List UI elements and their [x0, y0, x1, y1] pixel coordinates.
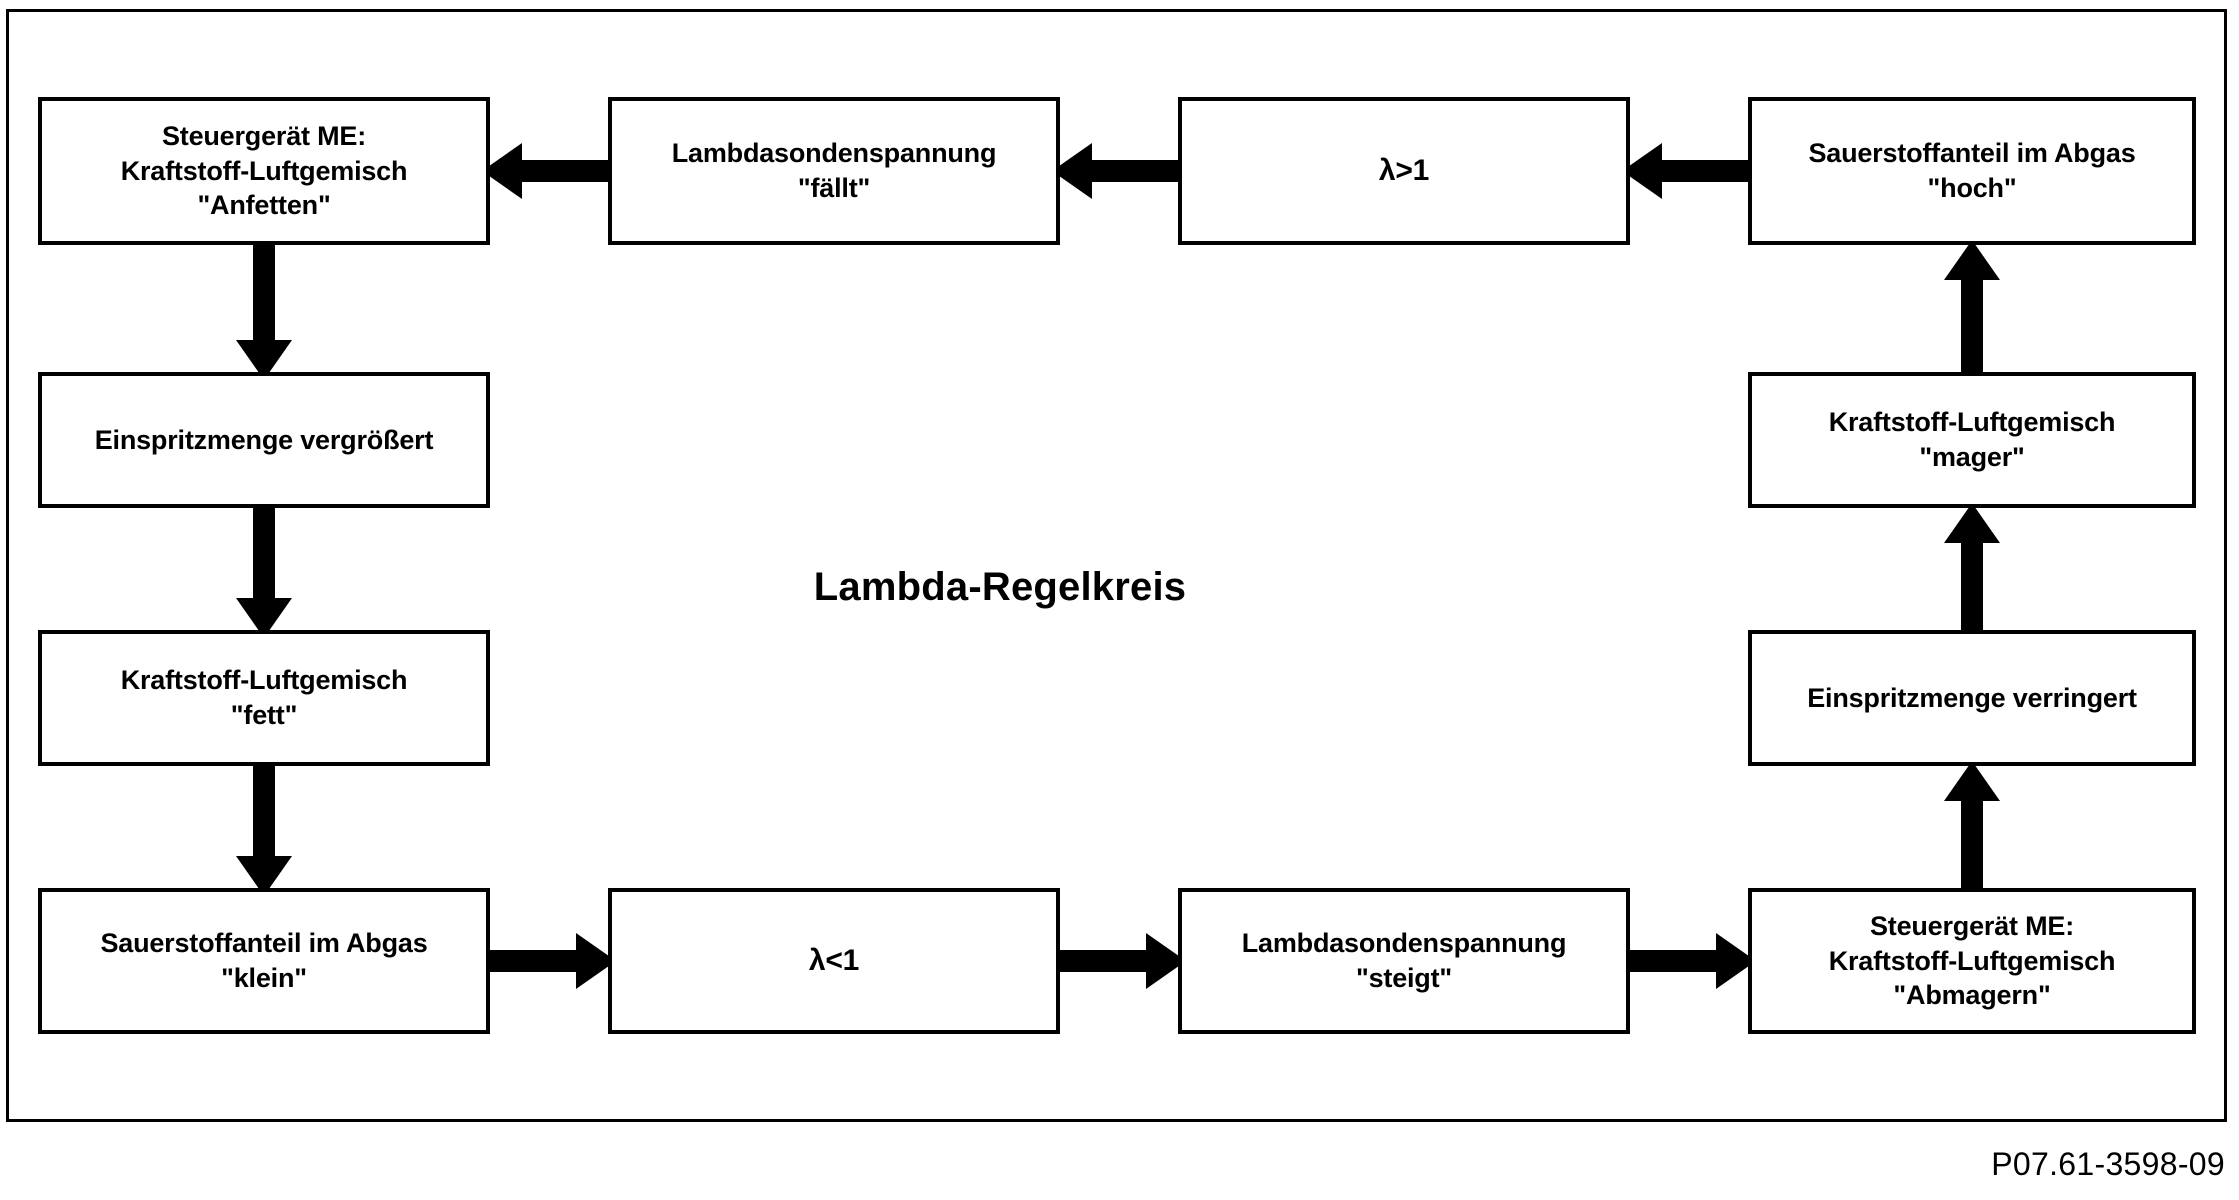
- node-mixture-rich-line1: Kraftstoff-Luftgemisch: [120, 665, 408, 696]
- arrow-shaft: [1961, 274, 1983, 380]
- node-oxygen-low-line2: "klein": [221, 963, 307, 993]
- diagram-title: Lambda-Regelkreis: [813, 565, 1187, 609]
- node-ecu-lean-line1: Steuergerät ME:: [1869, 911, 2075, 942]
- node-ecu-enrich-line1: Steuergerät ME:: [161, 121, 367, 152]
- node-ecu-enrich: Steuergerät ME: Kraftstoff-Luftgemisch "…: [38, 97, 490, 245]
- arrow-shaft: [1622, 950, 1722, 972]
- diagram-border: [6, 9, 2227, 1122]
- arrow-shaft: [253, 503, 275, 604]
- node-lambda-less-one: λ<1: [608, 888, 1060, 1034]
- arrow-injection-increased-to-mixture-rich: [236, 503, 292, 638]
- node-oxygen-high-line1: Sauerstoffanteil im Abgas: [1808, 138, 2136, 169]
- node-ecu-enrich-line2: Kraftstoff-Luftgemisch: [120, 155, 408, 186]
- node-mixture-rich: Kraftstoff-Luftgemisch "fett": [38, 630, 490, 766]
- arrow-mixture-rich-to-oxygen-low: [236, 761, 292, 896]
- arrow-shaft: [1052, 950, 1152, 972]
- arrowhead-up-icon: [1944, 761, 2000, 801]
- node-sensor-voltage-falls-line2: "fällt": [797, 173, 871, 203]
- arrow-oxygen-low-to-lambda-lt: [482, 933, 616, 989]
- node-oxygen-high-line2: "hoch": [1927, 173, 2017, 203]
- arrow-injection-reduced-to-mixture-lean: [1944, 503, 2000, 638]
- arrowhead-up-icon: [1944, 503, 2000, 543]
- node-oxygen-low: Sauerstoffanteil im Abgas "klein": [38, 888, 490, 1034]
- arrow-shaft: [253, 761, 275, 862]
- arrow-shaft: [1656, 160, 1756, 182]
- node-sensor-voltage-rises-line2: "steigt": [1355, 963, 1452, 993]
- node-sensor-voltage-rises: Lambdasondenspannung "steigt": [1178, 888, 1630, 1034]
- arrow-ecu-enrich-to-injection-increased: [236, 240, 292, 380]
- arrow-shaft: [516, 160, 616, 182]
- arrow-shaft: [1961, 537, 1983, 638]
- arrow-shaft: [253, 240, 275, 346]
- arrow-mixture-lean-to-oxygen-high: [1944, 240, 2000, 380]
- arrow-shaft: [1086, 160, 1186, 182]
- node-ecu-lean-line2: Kraftstoff-Luftgemisch: [1828, 945, 2116, 976]
- node-sensor-voltage-rises-line1: Lambdasondenspannung: [1241, 928, 1567, 959]
- figure-reference-number: P07.61-3598-09: [1991, 1146, 2225, 1182]
- arrow-oxygen-high-to-lambda-gt: [1622, 143, 1756, 199]
- node-injection-reduced: Einspritzmenge verringert: [1748, 630, 2196, 766]
- node-ecu-lean: Steuergerät ME: Kraftstoff-Luftgemisch "…: [1748, 888, 2196, 1034]
- arrowhead-up-icon: [1944, 240, 2000, 280]
- arrow-lambda-lt-to-voltage-rises: [1052, 933, 1186, 989]
- arrow-lambda-gt-to-voltage-falls: [1052, 143, 1186, 199]
- node-sensor-voltage-falls-line1: Lambdasondenspannung: [671, 138, 997, 169]
- node-mixture-lean: Kraftstoff-Luftgemisch "mager": [1748, 372, 2196, 508]
- node-mixture-lean-line2: "mager": [1919, 442, 2025, 472]
- node-injection-reduced-line1: Einspritzmenge verringert: [1807, 682, 2137, 713]
- node-oxygen-high: Sauerstoffanteil im Abgas "hoch": [1748, 97, 2196, 245]
- node-injection-increased: Einspritzmenge vergrößert: [38, 372, 490, 508]
- node-mixture-rich-line2: "fett": [230, 700, 298, 730]
- node-lambda-greater-one-line1: λ>1: [1378, 153, 1430, 187]
- node-lambda-greater-one: λ>1: [1178, 97, 1630, 245]
- node-mixture-lean-line1: Kraftstoff-Luftgemisch: [1828, 407, 2116, 438]
- arrow-ecu-lean-to-injection-reduced: [1944, 761, 2000, 896]
- node-injection-increased-line1: Einspritzmenge vergrößert: [94, 424, 434, 455]
- arrow-shaft: [1961, 795, 1983, 896]
- node-ecu-lean-line3: "Abmagern": [1893, 980, 2051, 1011]
- node-ecu-enrich-line3: "Anfetten": [197, 190, 331, 221]
- node-lambda-less-one-line1: λ<1: [808, 943, 860, 977]
- node-oxygen-low-line1: Sauerstoffanteil im Abgas: [100, 928, 428, 959]
- arrow-shaft: [482, 950, 582, 972]
- node-sensor-voltage-falls: Lambdasondenspannung "fällt": [608, 97, 1060, 245]
- arrow-voltage-falls-to-ecu-enrich: [482, 143, 616, 199]
- arrow-voltage-rises-to-ecu-lean: [1622, 933, 1756, 989]
